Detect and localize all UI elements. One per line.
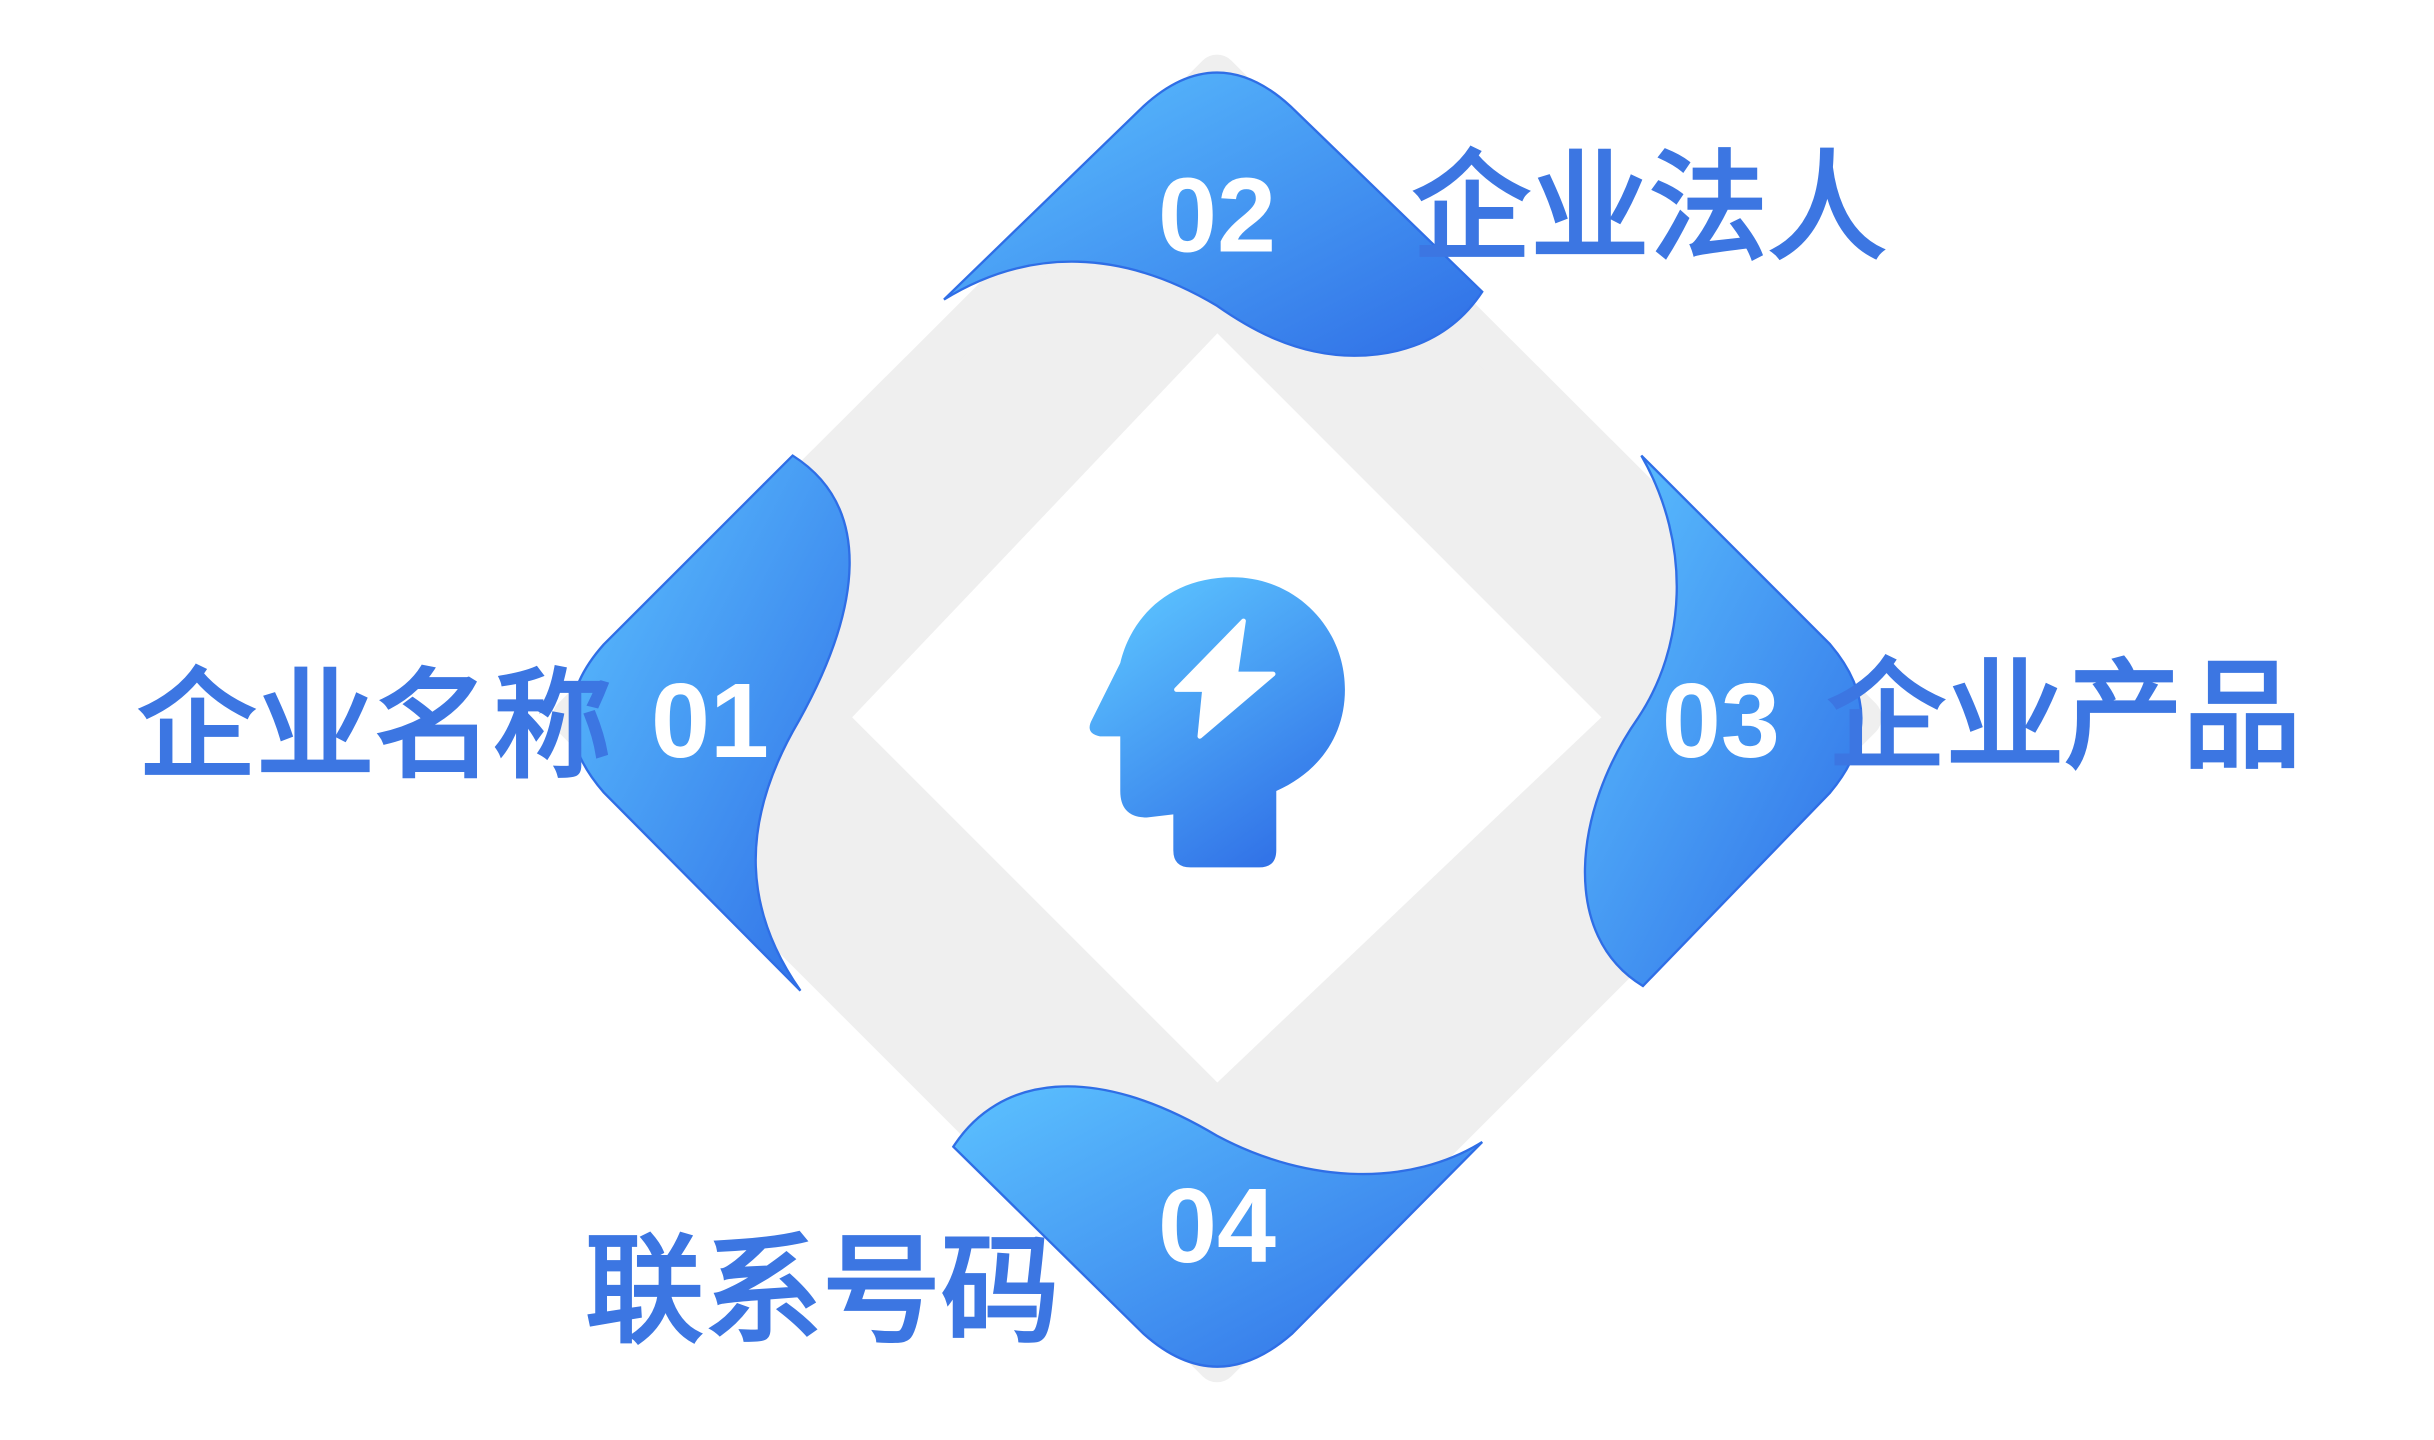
- segment-04: [951, 1085, 1484, 1368]
- number-01: 01: [651, 662, 769, 780]
- number-04: 04: [1158, 1167, 1276, 1285]
- label-04: 联系号码: [585, 1226, 1059, 1358]
- segment-02: [943, 71, 1484, 357]
- number-03: 03: [1662, 662, 1780, 780]
- segment-01: [569, 454, 851, 992]
- number-02: 02: [1158, 156, 1276, 274]
- segment-03: [1583, 454, 1863, 988]
- label-01: 企业名称: [137, 661, 611, 793]
- label-03: 企业产品: [1827, 652, 2301, 784]
- head-lightning-icon: [1089, 577, 1345, 868]
- label-02: 企业法人: [1412, 143, 1886, 275]
